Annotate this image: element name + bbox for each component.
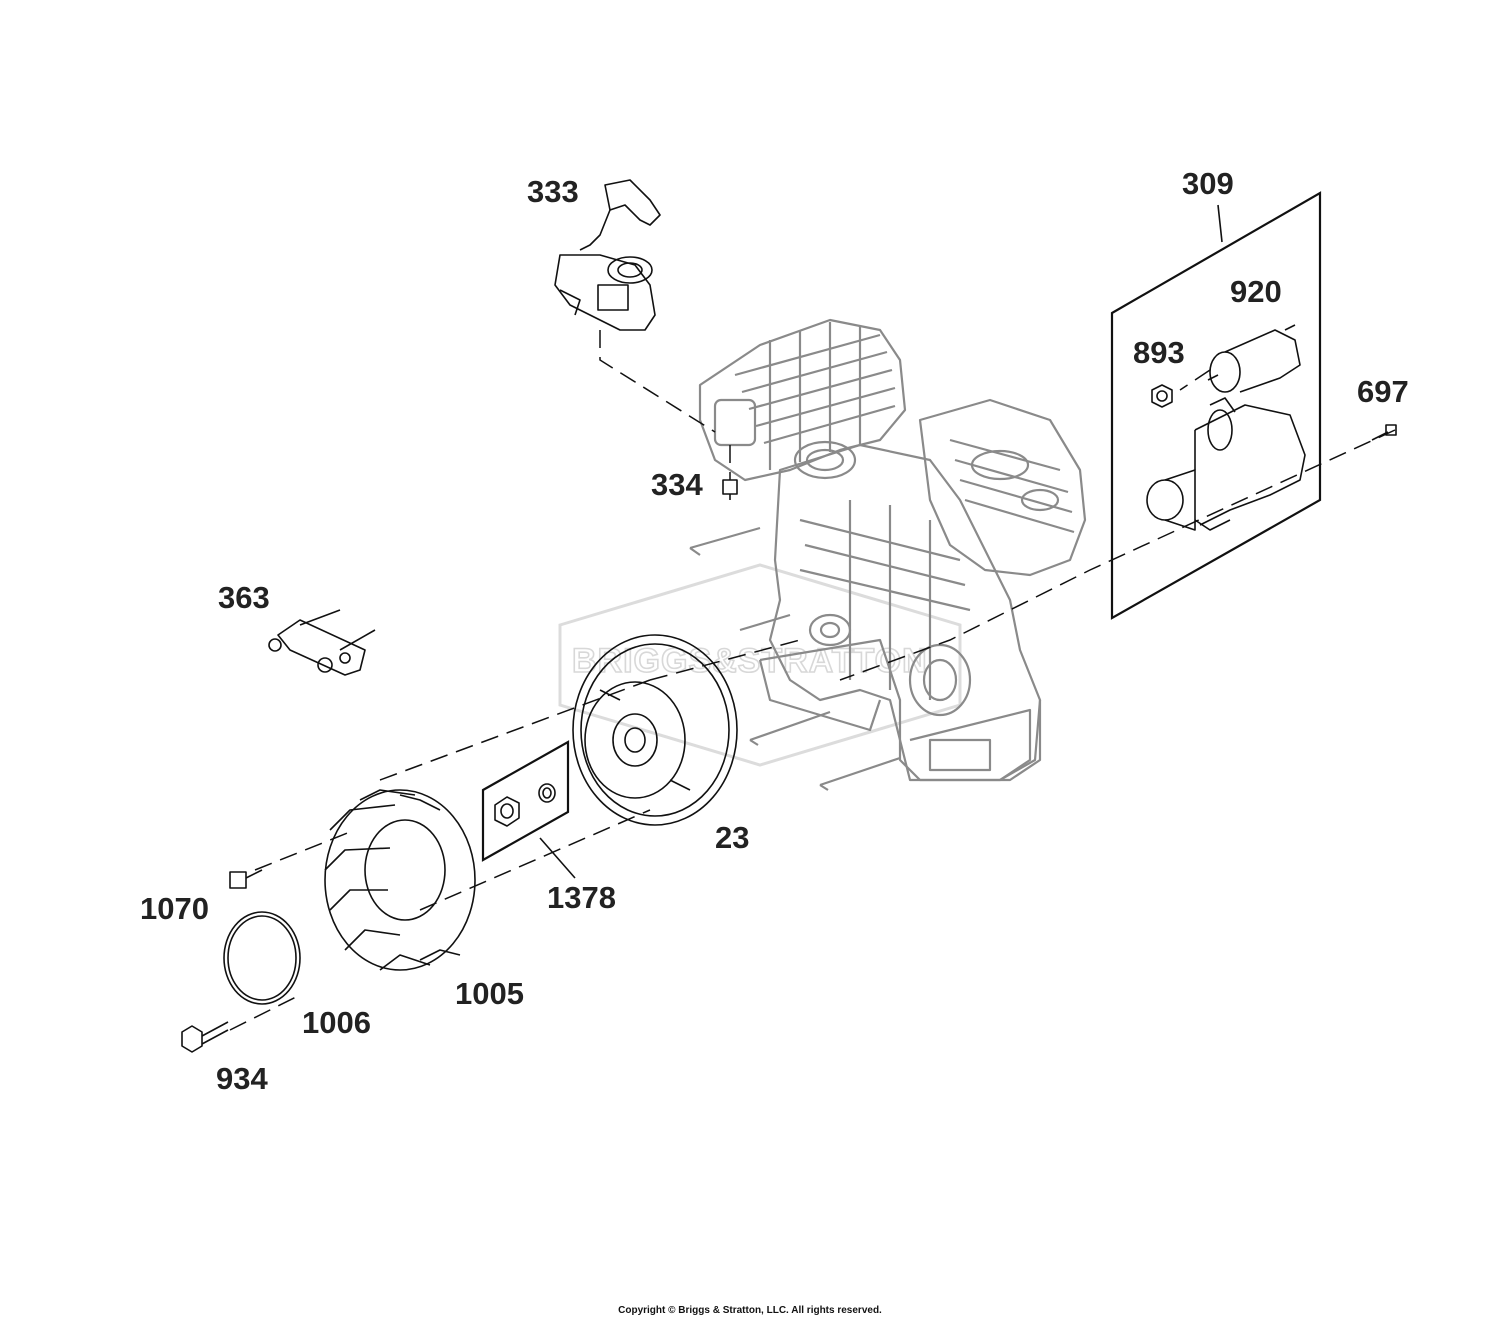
puller-bracket <box>268 609 376 676</box>
callout-333: 333 <box>527 174 579 209</box>
callout-1005: 1005 <box>455 976 524 1011</box>
flywheel-washer <box>538 783 556 803</box>
flywheel-nut <box>494 796 520 827</box>
callout-920: 920 <box>1230 274 1282 309</box>
starter-nut <box>1151 384 1173 408</box>
callout-1070: 1070 <box>140 891 209 926</box>
callout-697: 697 <box>1357 374 1409 409</box>
coil-screw <box>722 479 738 500</box>
starter-kit-box <box>1110 191 1322 620</box>
assembly-lines <box>229 330 1396 1031</box>
callout-334: 334 <box>651 467 703 502</box>
fan-retainer <box>223 911 301 1005</box>
ignition-coil <box>554 179 661 331</box>
callout-934: 934 <box>216 1061 268 1096</box>
callout-1378: 1378 <box>547 880 616 915</box>
starter-bolt <box>1371 424 1397 441</box>
callout-363: 363 <box>218 580 270 615</box>
callout-309: 309 <box>1182 166 1234 201</box>
watermark-text: BRIGGS&STRATTON <box>572 642 928 680</box>
callout-23: 23 <box>715 820 749 855</box>
engine-block <box>689 318 1087 791</box>
starter-solenoid <box>1207 324 1301 393</box>
nut-washer-box <box>481 740 570 862</box>
cooling-fan <box>324 789 476 971</box>
flywheel <box>572 634 738 826</box>
copyright-notice: Copyright © Briggs & Stratton, LLC. All … <box>618 1305 882 1316</box>
retainer-bolt <box>181 1021 229 1053</box>
callout-1006: 1006 <box>302 1005 371 1040</box>
starter-motor <box>1146 397 1306 531</box>
fan-screw <box>229 869 263 889</box>
callout-893: 893 <box>1133 335 1185 370</box>
